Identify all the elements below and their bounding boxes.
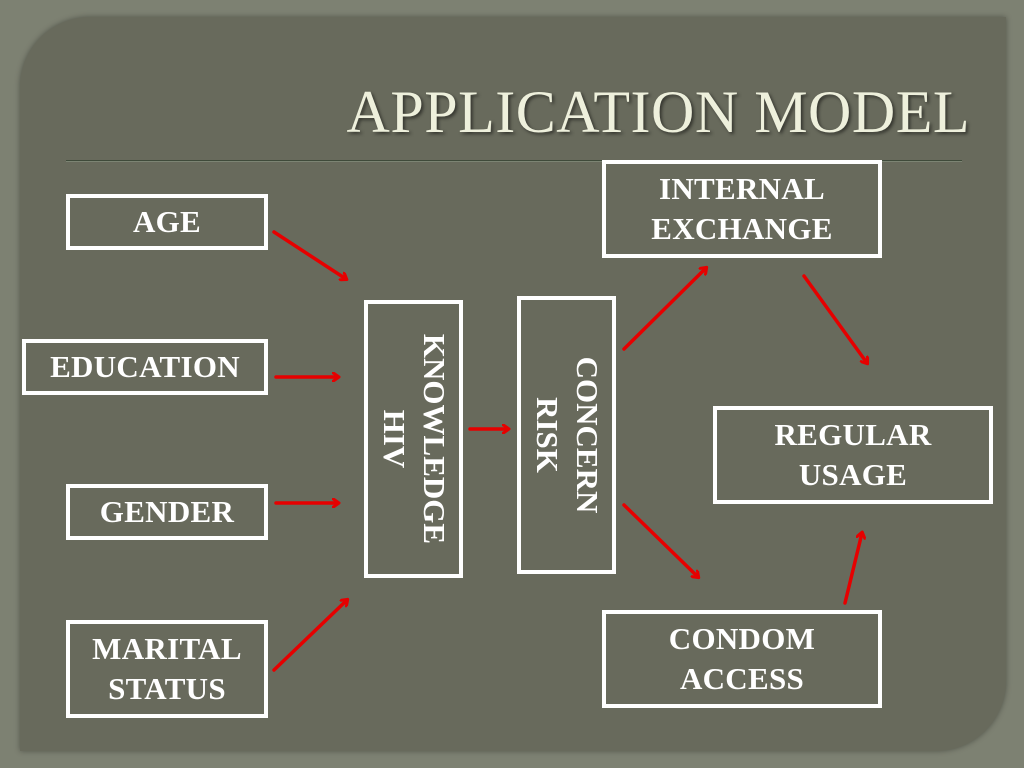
node-education-line-1: EDUCATION xyxy=(50,349,240,384)
node-marital-status: MARITAL STATUS xyxy=(66,620,268,718)
node-gender-line-1: GENDER xyxy=(99,494,235,529)
title-divider xyxy=(66,160,962,162)
node-age: AGE xyxy=(66,194,268,250)
arrow-internal-exchange-to-regular-usage xyxy=(802,274,867,363)
node-gender: GENDER xyxy=(66,484,268,540)
node-age-line-1: AGE xyxy=(132,204,202,239)
arrow-risk-concern-to-internal-exchange xyxy=(622,268,706,351)
node-internal-exchange: INTERNAL EXCHANGE xyxy=(602,160,882,258)
node-internal-exchange-line-1: INTERNAL xyxy=(658,171,826,206)
node-education: EDUCATION xyxy=(22,339,268,395)
arrow-condom-access-to-regular-usage xyxy=(843,533,862,605)
node-hiv-knowledge: KNOWLEDGE HIV xyxy=(364,300,463,578)
node-regular-usage-line-1: REGULAR xyxy=(774,417,932,452)
node-marital-status-line-1: MARITAL xyxy=(92,631,242,666)
arrow-marital-status-to-hiv-knowledge xyxy=(272,600,347,672)
node-condom-access-line-1: CONDOM xyxy=(668,621,816,656)
node-risk-concern: CONCERN RISK xyxy=(517,296,616,574)
node-condom-access-line-2: ACCESS xyxy=(679,661,805,696)
arrow-age-to-hiv-knowledge xyxy=(272,230,346,279)
node-regular-usage-line-2: USAGE xyxy=(798,457,908,492)
arrow-risk-concern-to-condom-access xyxy=(622,503,698,577)
node-internal-exchange-line-2: EXCHANGE xyxy=(651,211,833,246)
node-marital-status-line-2: STATUS xyxy=(108,671,226,706)
slide-title: APPLICATION MODEL xyxy=(346,79,970,145)
slide-panel xyxy=(20,17,1006,751)
node-regular-usage: REGULAR USAGE xyxy=(713,406,993,504)
node-condom-access: CONDOM ACCESS xyxy=(602,610,882,708)
